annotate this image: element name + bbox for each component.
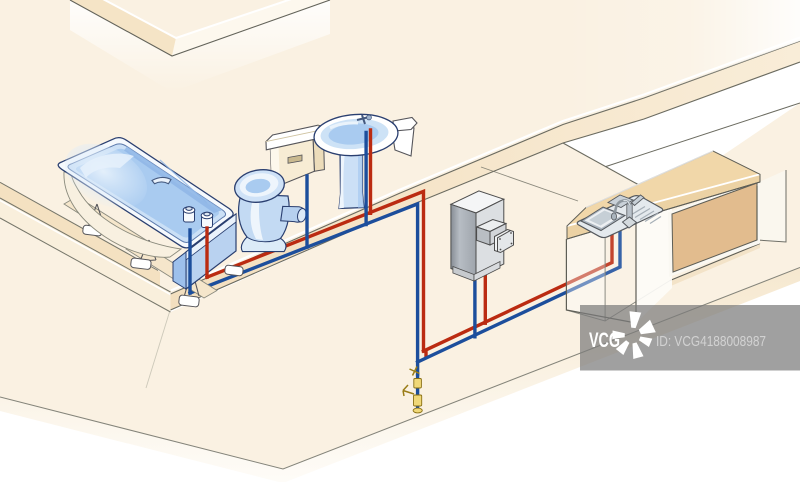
svg-text:VCG: VCG <box>589 329 620 352</box>
svg-text:ID: VCG4188008987: ID: VCG4188008987 <box>656 333 766 350</box>
